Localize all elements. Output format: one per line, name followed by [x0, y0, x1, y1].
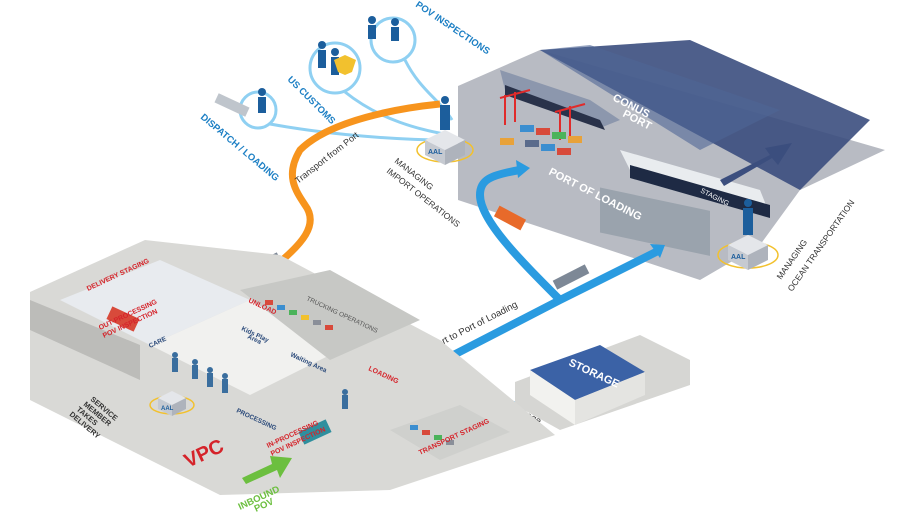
out-processing-car — [106, 306, 140, 332]
dispatch-truck — [214, 93, 250, 117]
ocean-exit-arrow — [720, 143, 792, 186]
dispatch-loading-label: DISPATCH / LOADING — [198, 112, 281, 184]
transport-staging-lot — [390, 405, 510, 460]
vpc-walls — [30, 300, 140, 380]
svg-text:AAL: AAL — [731, 254, 746, 261]
port-cranes — [499, 89, 586, 140]
customs-shield-icon — [334, 55, 356, 75]
blue-arrowhead-port — [650, 244, 665, 258]
staging-cars — [600, 187, 710, 256]
storage-facility: STORAGE — [515, 335, 690, 430]
truck-to-port — [493, 205, 527, 231]
cargo-ship — [500, 70, 620, 128]
conus-port: CONUS PORT PORT OF LOADING STAGING — [458, 40, 885, 280]
vpc-interior-left — [60, 260, 250, 345]
vpc-facility: AAL DELIVERY STAGING OUT-PROCESSING POV … — [30, 240, 555, 495]
transport-from-port-label: Transport from Port — [293, 130, 361, 186]
customs-workers — [258, 16, 399, 113]
blue-arrowhead-loading — [516, 160, 530, 178]
aal-vpc: AAL — [149, 391, 195, 416]
svg-text:AAL: AAL — [161, 406, 174, 412]
container-stacks — [500, 125, 582, 155]
car-carrier-1 — [552, 264, 590, 290]
port-water — [540, 45, 780, 150]
aal-ocean: AAL — [717, 199, 779, 270]
trucking-lot — [240, 270, 420, 360]
us-customs-label: US CUSTOMS — [285, 74, 337, 126]
pov-inspections-label: POV INSPECTIONS — [413, 0, 491, 57]
svg-text:AAL: AAL — [428, 149, 443, 156]
inbound-arrow — [242, 456, 292, 484]
vpc-people — [172, 352, 348, 409]
cargo-ship-hull — [505, 85, 605, 130]
us-customs-circle — [308, 41, 362, 95]
in-processing-car — [298, 419, 332, 445]
pov-inspection-circle — [369, 16, 417, 64]
roro-ship-hull — [630, 165, 770, 218]
parked-cars — [265, 300, 454, 445]
aal-import: AAL — [416, 96, 474, 165]
